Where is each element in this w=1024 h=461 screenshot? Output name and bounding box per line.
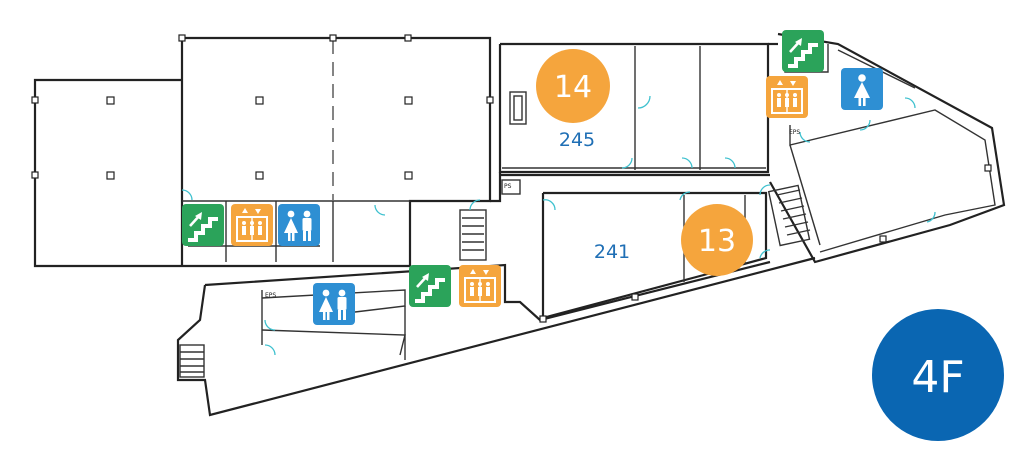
elevator-icon bbox=[230, 203, 274, 247]
stairs-southwest bbox=[179, 344, 205, 378]
stairs-icon bbox=[180, 202, 226, 248]
room-number-245: 245 bbox=[559, 129, 595, 151]
floor-badge: 4F bbox=[872, 309, 1004, 441]
structural-columns bbox=[31, 34, 992, 323]
marker-number: 13 bbox=[698, 224, 736, 259]
marker-circle bbox=[681, 204, 753, 276]
stairs-center bbox=[462, 217, 484, 251]
floor-label: 4F bbox=[911, 352, 964, 403]
stairs-east bbox=[767, 184, 811, 247]
elevator-icon bbox=[458, 264, 502, 308]
doors bbox=[181, 95, 936, 356]
marker-circle bbox=[536, 49, 610, 123]
stairs-icon bbox=[407, 263, 453, 309]
restroom-icon bbox=[313, 283, 355, 325]
marker-14[interactable]: 14 bbox=[536, 49, 610, 123]
ps-label: PS bbox=[504, 183, 512, 190]
marker-13[interactable]: 13 bbox=[681, 204, 753, 276]
stairs-icon bbox=[780, 28, 826, 74]
eps-label-right: EPS bbox=[789, 129, 800, 136]
marker-number: 14 bbox=[554, 70, 592, 105]
elevator-icon bbox=[765, 75, 809, 119]
eps-label-left: EPS bbox=[265, 292, 276, 299]
room-number-241: 241 bbox=[594, 241, 630, 263]
female-restroom-icon bbox=[841, 68, 883, 110]
floor-badge-circle bbox=[872, 309, 1004, 441]
restroom-icon bbox=[278, 204, 320, 246]
